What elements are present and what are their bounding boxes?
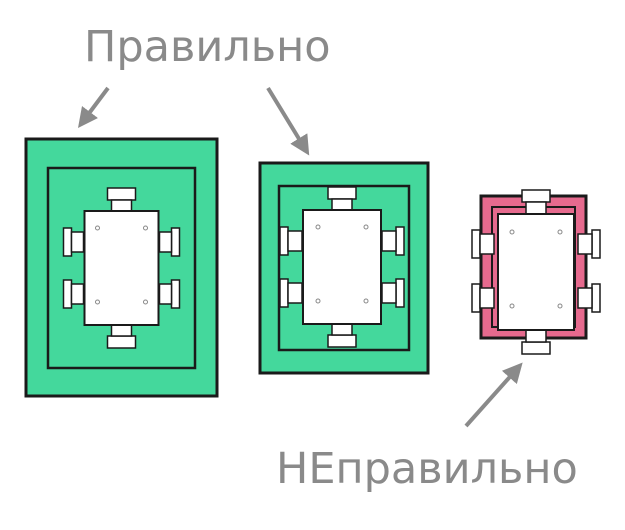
large-dining-set <box>62 187 181 349</box>
incorrect-label: НЕправильно <box>276 444 578 494</box>
medium-rug-inner-border <box>277 184 411 352</box>
large-rug-inner-border <box>46 166 197 370</box>
small-rug-diagram <box>471 189 601 355</box>
large-rug-diagram <box>24 137 219 398</box>
arrow-to-small-rug <box>464 362 523 428</box>
medium-dining-set <box>279 186 405 348</box>
small-dining-set <box>471 189 601 355</box>
arrow-to-large-rug <box>78 86 110 128</box>
arrow-to-medium-rug <box>266 86 310 156</box>
correct-label: Правильно <box>84 22 331 72</box>
large-rug <box>24 137 219 398</box>
medium-rug-diagram <box>258 161 430 375</box>
